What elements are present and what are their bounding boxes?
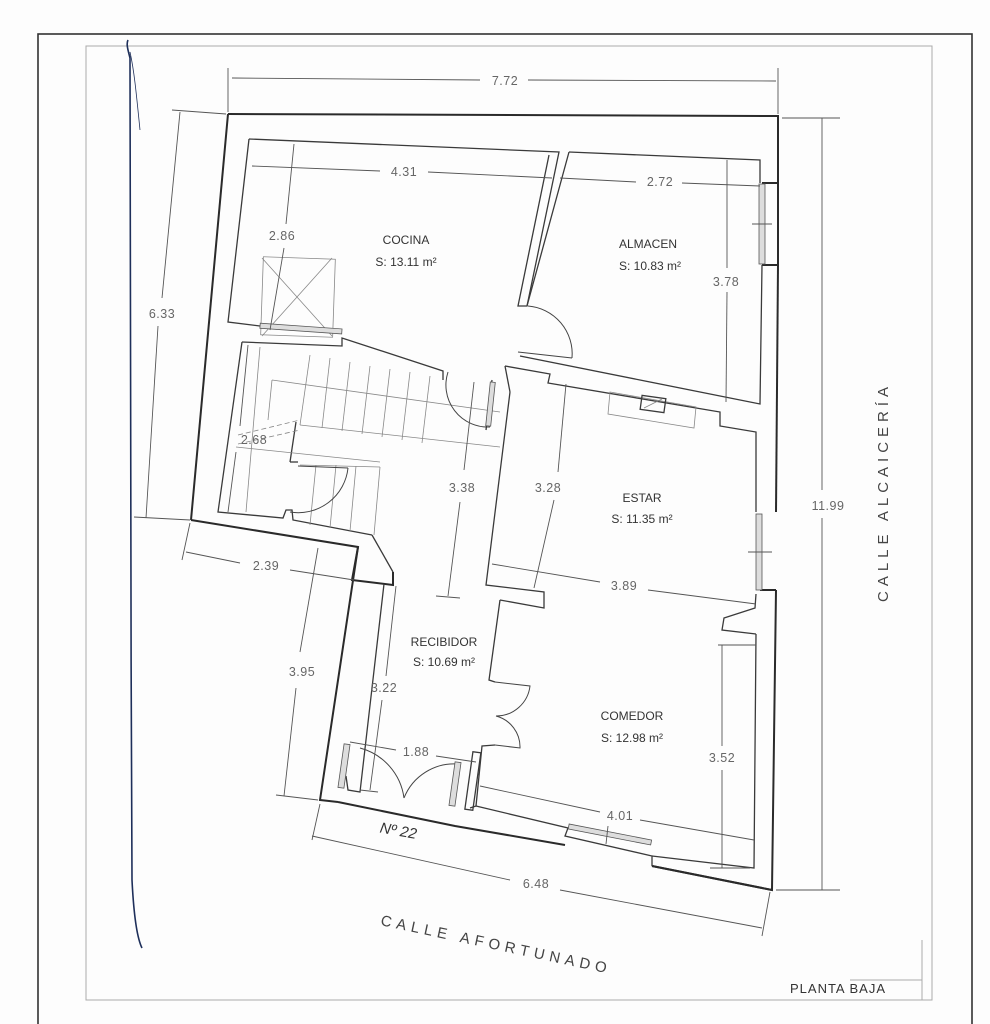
- dim-lower-left-offset: 2.39: [253, 559, 279, 573]
- room-area: S: 11.35 m²: [611, 512, 672, 526]
- stair-block: [217, 337, 501, 536]
- room-recibidor-walls: [337, 534, 531, 811]
- dimension-labels: 7.72 11.99 6.33 3.95 6.48 2.39 4.31 2.86…: [149, 74, 845, 891]
- room-label-comedor: COMEDOR S: 12.98 m²: [601, 709, 664, 745]
- dim-front-width: 6.48: [523, 877, 549, 891]
- dim-hall-depth: 3.38: [449, 481, 475, 495]
- dim-recibidor-depth: 3.22: [371, 681, 397, 695]
- dim-estar-width: 3.89: [611, 579, 637, 593]
- room-name: ALMACEN: [619, 237, 677, 251]
- room-comedor-walls: [475, 633, 757, 869]
- room-label-almacen: ALMACEN S: 10.83 m²: [619, 237, 681, 273]
- street-name-bottom: CALLE AFORTUNADO: [379, 912, 613, 978]
- dim-left-upper: 6.33: [149, 307, 175, 321]
- dim-comedor-width: 4.01: [607, 809, 633, 823]
- building-envelope: [190, 113, 779, 892]
- drawing-title: PLANTA BAJA: [790, 981, 886, 996]
- dim-stair-depth: 2.68: [241, 433, 267, 447]
- room-name: RECIBIDOR: [411, 635, 478, 649]
- dim-left-lower: 3.95: [289, 665, 315, 679]
- dim-recibidor-width: 1.88: [403, 745, 429, 759]
- room-estar-walls: [485, 365, 772, 635]
- room-area: S: 13.11 m²: [375, 255, 436, 269]
- house-number: Nº 22: [379, 820, 419, 843]
- dim-almacen-width: 2.72: [647, 175, 673, 189]
- dim-overall-depth: 11.99: [812, 499, 845, 513]
- room-label-estar: ESTAR S: 11.35 m²: [611, 491, 672, 526]
- sheet-outer-frame: [37, 33, 973, 1024]
- room-name: COMEDOR: [601, 709, 664, 723]
- room-area: S: 12.98 m²: [601, 731, 663, 745]
- room-area: S: 10.83 m²: [619, 259, 681, 273]
- dim-overall-width: 7.72: [492, 74, 518, 88]
- room-area: S: 10.69 m²: [413, 655, 475, 669]
- room-label-cocina: COCINA S: 13.11 m²: [375, 233, 436, 269]
- dim-cocina-depth: 2.86: [269, 229, 295, 243]
- room-name: COCINA: [383, 233, 430, 247]
- room-name: ESTAR: [622, 491, 661, 505]
- pen-mark-line: [126, 39, 143, 949]
- dim-cocina-width: 4.31: [391, 165, 417, 179]
- room-label-recibidor: RECIBIDOR S: 10.69 m²: [411, 635, 478, 669]
- dim-estar-depth: 3.28: [535, 481, 561, 495]
- pen-mark-tick: [129, 51, 141, 131]
- sheet-inner-frame: [85, 45, 933, 1001]
- dim-comedor-depth: 3.52: [709, 751, 735, 765]
- dim-almacen-depth: 3.78: [713, 275, 739, 289]
- street-name-right: CALLE ALCAICERÍA: [875, 382, 892, 602]
- dimension-lines: [133, 68, 840, 937]
